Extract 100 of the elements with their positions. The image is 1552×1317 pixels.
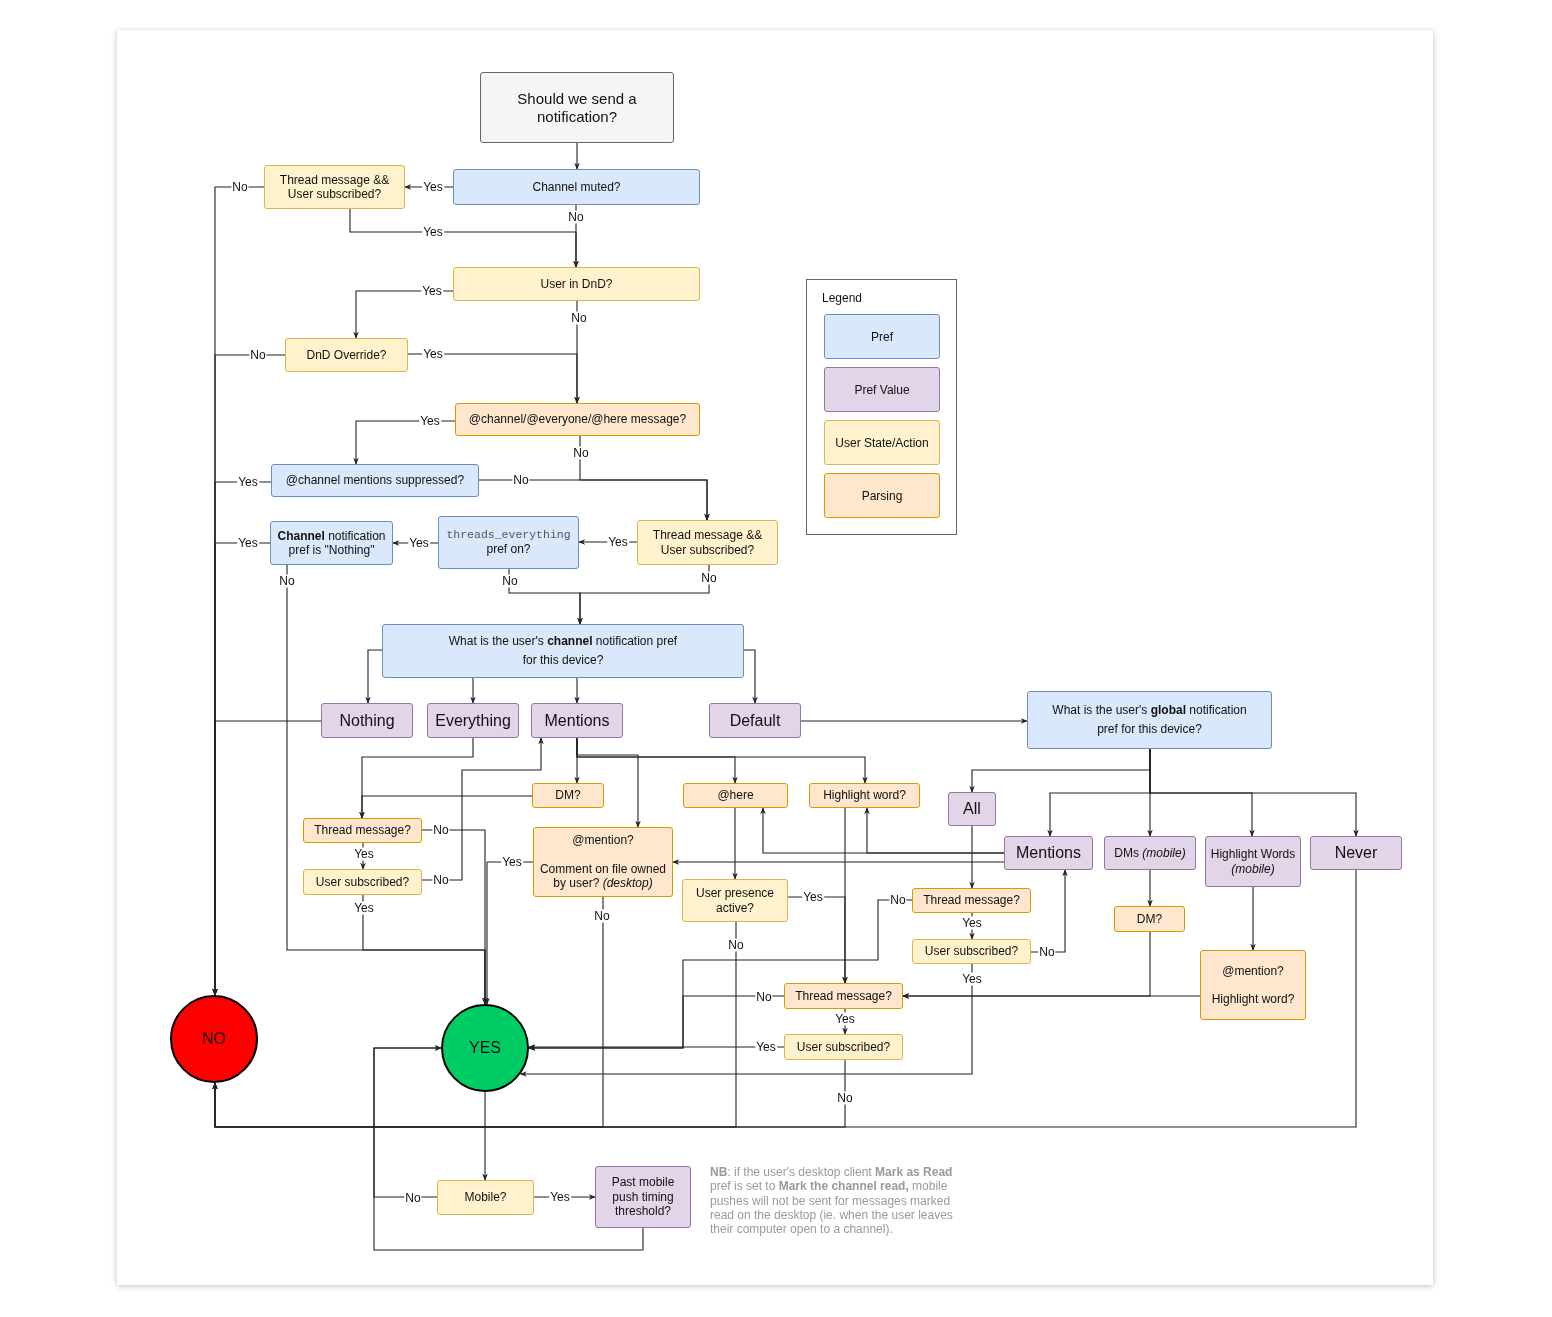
value-box [321, 703, 413, 738]
decision-box [455, 403, 700, 436]
node-text: YES [469, 1038, 501, 1058]
edge-label: No [1038, 945, 1056, 959]
decision-box [784, 983, 903, 1009]
node-text: Mentions [1016, 843, 1081, 863]
edge-label: No [700, 571, 718, 585]
decision-box [285, 338, 408, 372]
arrow [359, 795, 533, 819]
node-text: User subscribed? [315, 874, 410, 890]
node-text: Highlight Words (mobile) [1209, 847, 1297, 876]
edge-label: Yes [422, 347, 444, 361]
edge-label: No [404, 1191, 422, 1205]
value-box [1310, 836, 1402, 870]
value-box [709, 703, 801, 738]
node-text: DnD Override? [306, 347, 387, 363]
decision-box [438, 516, 579, 569]
arrow [349, 208, 579, 268]
edge-label: Yes [607, 535, 629, 549]
node-text: Mentions [544, 710, 610, 731]
decision-box [303, 869, 422, 895]
terminal-circle [441, 1004, 529, 1092]
arrow [365, 649, 383, 704]
edge-label: No [512, 473, 530, 487]
decision-box [453, 169, 700, 205]
node-text: Highlight word? [1211, 992, 1295, 1007]
legend-label: Pref [871, 329, 893, 344]
arrow [574, 142, 580, 170]
decision-box [480, 72, 674, 143]
node-text: Nothing [339, 710, 395, 731]
arrow [212, 869, 1357, 1128]
edge-label: No [889, 893, 907, 907]
arrow [743, 649, 758, 704]
arrow [407, 353, 580, 404]
value-box [948, 792, 996, 826]
node-text: Default [729, 710, 781, 731]
legend-title: Legend [822, 291, 863, 305]
node-text: @mention? [572, 833, 634, 848]
value-box [1104, 836, 1196, 870]
edge-label: No [249, 348, 267, 362]
decision-box [1114, 906, 1185, 932]
edge-label: Yes [422, 180, 444, 194]
decision-box [382, 624, 744, 678]
node-text: NO [202, 1029, 226, 1049]
arrow [1250, 886, 1256, 951]
node-text: Never [1334, 843, 1378, 863]
node-text: What is the user's channel notification pref for this device? [448, 633, 678, 669]
arrow [969, 912, 975, 940]
edge-label: Yes [501, 855, 523, 869]
decision-box [303, 818, 422, 843]
node-text: Thread message && User subscribed? [651, 528, 764, 557]
node-text: Channel muted? [532, 179, 621, 195]
node-text: @channel mentions suppressed? [285, 473, 465, 488]
node-text: threads_everything [446, 528, 571, 543]
value-box [427, 703, 519, 738]
arrow [478, 479, 710, 521]
arrow [470, 677, 476, 704]
edge-label: Yes [755, 1040, 777, 1054]
decision-box [264, 165, 405, 209]
edge-label: Yes [353, 847, 375, 861]
arrow [1149, 748, 1359, 837]
arrow [519, 963, 973, 1077]
edge-label: Yes [353, 901, 375, 915]
edge-label: No [501, 574, 519, 588]
decision-box [912, 939, 1031, 964]
terminal-circle [170, 995, 258, 1083]
node-text: Comment on file owned by user? (desktop) [538, 861, 668, 891]
arrow [576, 737, 868, 784]
edge-label: No [278, 574, 296, 588]
decision-box [453, 267, 700, 301]
edge-label: Yes [834, 1012, 856, 1026]
node-text: Should we send a notification? [516, 89, 638, 126]
arrow [421, 737, 544, 881]
edge-label: No [432, 823, 450, 837]
arrow [574, 677, 580, 704]
edge-label: Yes [237, 536, 259, 550]
node-text: Mobile? [464, 1190, 507, 1205]
node-text: DM? [1136, 911, 1163, 927]
node-text: All [963, 799, 981, 819]
note-text: NB: if the user's desktop client Mark as Read pref is set to Mark the channel read, mobile pushes will not be sent for messages marked read on the desktop (ie. when the user leaves their computer open to a channel). [710, 1165, 954, 1237]
arrow [842, 1008, 848, 1035]
edge-label: Yes [421, 284, 443, 298]
arrow [902, 993, 1201, 999]
edge-label: No [755, 990, 773, 1004]
decision-box [533, 827, 673, 897]
node-text: Thread message? [923, 893, 1020, 908]
decision-box [271, 464, 479, 497]
arrow [353, 290, 454, 339]
decision-box [637, 520, 778, 565]
edge-label: No [593, 909, 611, 923]
node-text: Past mobile push timing threshold? [610, 1175, 676, 1219]
edge-label: No [727, 938, 745, 952]
legend-label: Parsing [861, 488, 903, 503]
edge-label: Yes [802, 890, 824, 904]
node-text: DMs (mobile) [1114, 845, 1186, 861]
edge-label: No [572, 446, 590, 460]
edge-label: Yes [549, 1190, 571, 1204]
node-text: Channel notification pref is "Nothing" [276, 528, 387, 558]
edge-label: Yes [419, 414, 441, 428]
value-box [1004, 836, 1093, 870]
